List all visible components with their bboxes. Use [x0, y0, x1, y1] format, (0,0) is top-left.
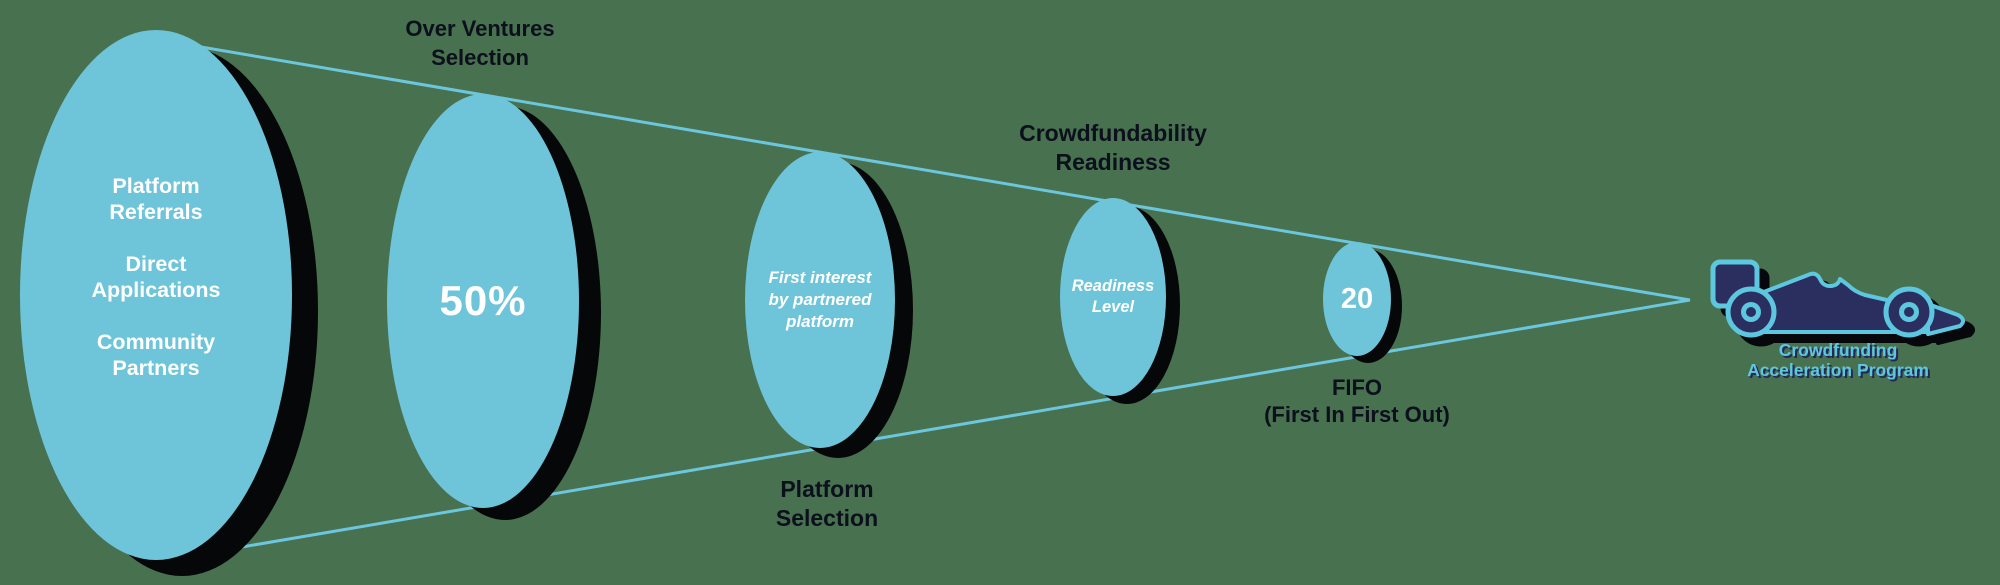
- stage-text-platform-selection: First interest by partnered platform: [768, 268, 872, 331]
- race-car-icon: [1710, 259, 1965, 338]
- label-over-ventures-selection: Over Ventures Selection: [405, 16, 555, 70]
- stage-text-crowdfundability-readiness: Readiness Level: [1071, 277, 1155, 316]
- stage-ellipse-platform-selection: First interest by partnered platform: [745, 152, 895, 448]
- stage-text-fifo: 20: [1340, 282, 1374, 315]
- race-car-front-hub-center: [1904, 307, 1914, 317]
- label-crowdfundability-readiness: Crowdfundability Readiness: [1019, 120, 1207, 175]
- funnel-bottom-line: [194, 298, 1691, 557]
- stage-text-intake-sources: Platform Referrals Direct Applications C…: [91, 174, 221, 380]
- funnel-top-line: [159, 38, 1691, 302]
- program-label: Crowdfunding Acceleration Program: [1747, 340, 1929, 380]
- stage-ellipse-over-ventures-selection: 50%: [387, 94, 579, 508]
- race-car-rear-hub-center: [1746, 307, 1756, 317]
- stage-ellipse-intake-sources: Platform Referrals Direct Applications C…: [20, 30, 292, 560]
- stage-ellipse-crowdfundability-readiness: Readiness Level: [1060, 198, 1166, 396]
- stage-text-over-ventures-selection: 50%: [439, 277, 527, 324]
- label-fifo: FIFO (First In First Out): [1264, 375, 1450, 427]
- stage-ellipse-fifo: 20: [1323, 242, 1391, 356]
- label-platform-selection: Platform Selection: [775, 476, 879, 531]
- race-car-nose: [1926, 302, 1965, 336]
